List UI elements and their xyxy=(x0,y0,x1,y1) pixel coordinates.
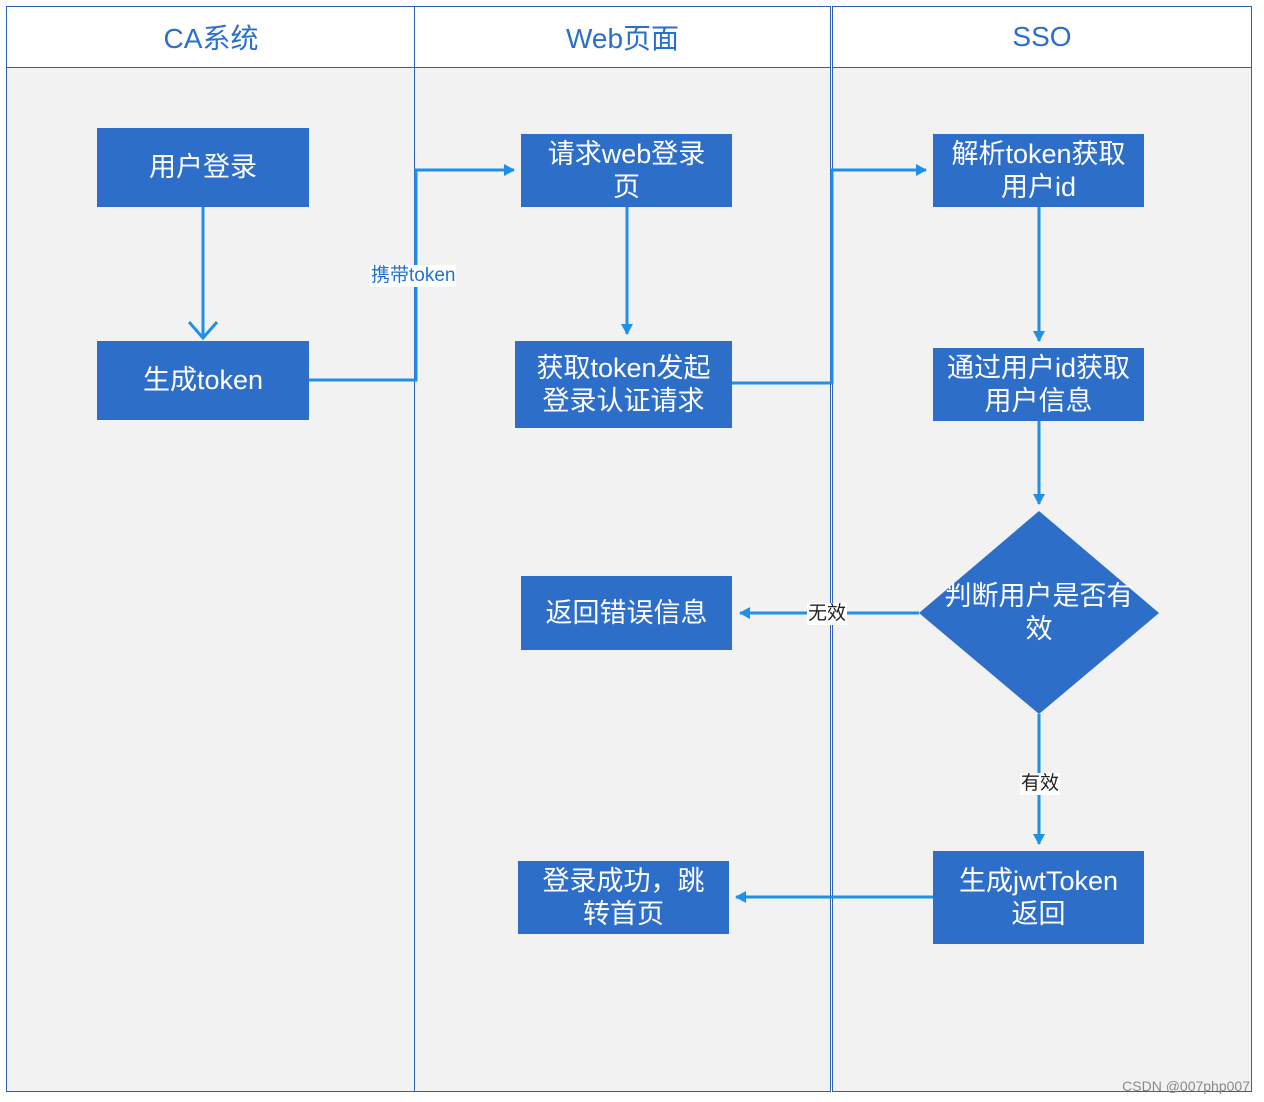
node-generate-jwt: 生成jwtToken返回 xyxy=(933,851,1144,944)
node-get-user-info: 通过用户id获取用户信息 xyxy=(933,348,1144,421)
lane-title-sso: SSO xyxy=(833,7,1251,68)
node-user-login: 用户登录 xyxy=(97,128,309,207)
edge-label-valid: 有效 xyxy=(1020,773,1061,795)
edge-label-invalid: 无效 xyxy=(807,603,848,625)
node-login-success: 登录成功，跳转首页 xyxy=(518,861,729,934)
node-return-error: 返回错误信息 xyxy=(521,576,732,650)
lane-title-ca-system: CA系统 xyxy=(7,7,415,68)
decision-judge-valid-label: 判断用户是否有效 xyxy=(944,581,1134,644)
node-generate-token: 生成token xyxy=(97,341,309,420)
lane-title-web-page: Web页面 xyxy=(415,7,830,68)
node-get-token-auth: 获取token发起登录认证请求 xyxy=(515,341,732,428)
watermark-text: CSDN @007php007 xyxy=(1122,1078,1250,1094)
decision-diamond xyxy=(919,511,1159,714)
edge-get-token-to-parse xyxy=(732,164,927,385)
node-parse-token: 解析token获取用户id xyxy=(933,134,1144,207)
edge-label-carry-token: 携带token xyxy=(370,265,457,287)
node-request-web-login: 请求web登录页 xyxy=(521,134,732,207)
edge-login-to-gen-token-head xyxy=(187,321,219,341)
